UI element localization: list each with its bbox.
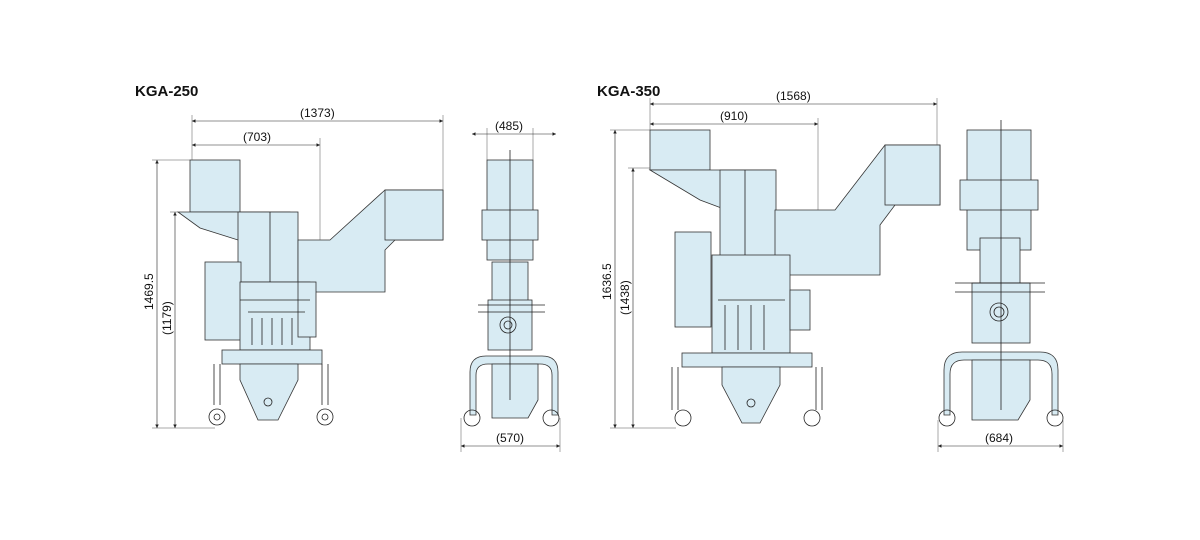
dim-hopper-width: (703)	[243, 130, 271, 144]
dim-height-inner: (1179)	[160, 301, 174, 335]
kga-250-front-view	[463, 150, 560, 427]
kga-350-front-dimensions: (684)	[937, 420, 1064, 452]
dim-350-height-inner: (1438)	[618, 280, 632, 315]
model-title-kga-350: KGA-350	[597, 83, 660, 100]
dim-height-total: 1469.5	[142, 273, 156, 310]
dim-overall-width: (1373)	[300, 106, 335, 120]
kga-250-side-dimensions: (1373) (703) 1469.5 (1179)	[142, 106, 444, 429]
kga-350-side-view	[648, 129, 941, 427]
kga-350-front-view	[938, 120, 1064, 427]
dim-350-height-total: 1636.5	[600, 263, 614, 300]
dim-front-base-width: (570)	[496, 431, 524, 445]
dim-350-overall-width: (1568)	[776, 89, 811, 103]
dim-front-top-width: (485)	[495, 119, 523, 133]
kga-250-front-dimensions: (485) (570)	[460, 119, 561, 452]
kga-250-side-view	[176, 159, 444, 426]
model-title-kga-250: KGA-250	[135, 83, 198, 100]
kga-350-side-dimensions: (1568) (910) 1636.5 (1438)	[600, 89, 938, 429]
dim-350-front-base-width: (684)	[985, 431, 1013, 445]
dim-350-hopper-width: (910)	[720, 109, 748, 123]
